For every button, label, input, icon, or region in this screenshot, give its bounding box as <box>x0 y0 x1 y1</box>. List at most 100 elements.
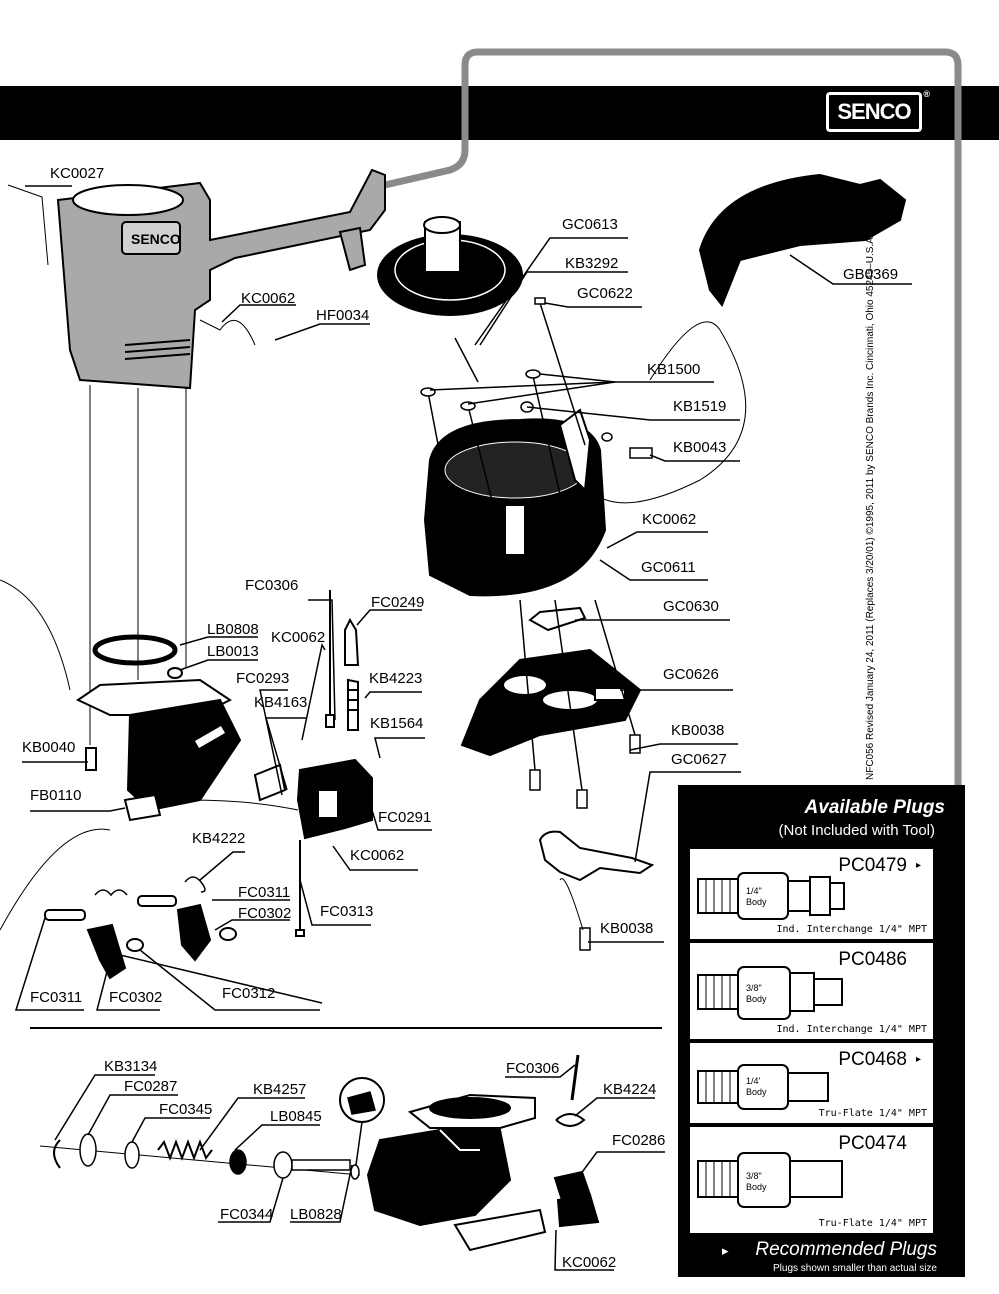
lower-frame <box>75 634 242 822</box>
plug-card: PC0479 ▸ 1/4" Body Ind. Interchange 1/4"… <box>690 849 933 939</box>
part-number-label: FC0287 <box>124 1078 177 1095</box>
part-number-label: FC0293 <box>236 670 289 687</box>
plugs-subtitle: (Not Included with Tool) <box>778 822 935 839</box>
plug-body-size: 3/8" <box>746 1171 762 1181</box>
part-number-label: KB0038 <box>600 920 653 937</box>
part-number-label: KB3292 <box>565 255 618 272</box>
plug-description: Tru-Flate 1/4" MPT <box>818 1108 927 1119</box>
plug-body-word: Body <box>746 897 767 907</box>
part-number-label: FC0311 <box>30 989 82 1006</box>
part-number-label: GC0622 <box>577 285 633 302</box>
part-number-label: GB0369 <box>843 266 898 283</box>
cylinder-cap <box>423 408 607 597</box>
plug-card: PC0468 ▸ 1/4' Body Tru-Flate 1/4" MPT <box>690 1043 933 1123</box>
part-number-label: KC0062 <box>642 511 696 528</box>
part-number-label: FB0110 <box>30 787 81 804</box>
housing-guide-lines <box>89 385 187 745</box>
part-number-label: GC0627 <box>671 751 727 768</box>
part-number-label: KB0040 <box>22 739 75 756</box>
plug-illustration: 1/4" Body <box>697 872 845 920</box>
available-plugs-panel: Available Plugs (Not Included with Tool)… <box>678 785 965 1277</box>
leader-lines <box>0 184 747 931</box>
plug-body-word: Body <box>746 994 767 1004</box>
lower-callout-lines <box>54 1064 665 1271</box>
plug-illustration: 3/8" Body <box>697 966 843 1020</box>
part-number-label: FC0313 <box>320 903 373 920</box>
part-number-label: KB4257 <box>253 1081 306 1098</box>
part-number-label: GC0630 <box>663 598 719 615</box>
part-number-label: FC0345 <box>159 1101 212 1118</box>
part-number-label: GC0613 <box>562 216 618 233</box>
senco-logo: SENCO ® <box>826 89 930 132</box>
plugs-size-note: Plugs shown smaller than actual size <box>773 1263 937 1274</box>
part-number-label: KB4224 <box>603 1081 656 1098</box>
bolts-kb0038 <box>519 599 641 951</box>
part-number-label: KB1500 <box>647 361 700 378</box>
plug-code: PC0468 <box>838 1049 907 1070</box>
part-number-label: FC0286 <box>612 1132 665 1149</box>
part-number-label: FC0302 <box>238 905 291 922</box>
plug-code: PC0474 <box>838 1133 907 1154</box>
recommended-arrow-icon: ▸ <box>722 1243 729 1258</box>
part-number-label: LB0013 <box>207 643 259 660</box>
plug-code: PC0486 <box>838 949 907 970</box>
part-number-label: FC0344 <box>220 1206 273 1223</box>
part-number-label: KB3134 <box>104 1058 157 1075</box>
part-number-label: HF0034 <box>316 307 369 324</box>
guide-plate <box>460 648 642 757</box>
part-number-label: LB0845 <box>270 1108 322 1125</box>
part-number-label: KB1564 <box>370 715 423 732</box>
frame-bottom-view <box>366 1054 600 1252</box>
part-number-label: FC0306 <box>245 577 298 594</box>
plug-code: PC0479 <box>838 855 907 876</box>
plug-body-size: 3/8" <box>746 983 762 993</box>
plugs-title: Available Plugs <box>804 797 945 818</box>
copyright-side-note: NFC056 Revised January 24, 2011 (Replace… <box>865 234 876 780</box>
part-number-label: GC0626 <box>663 666 719 683</box>
part-number-label: KC0062 <box>271 629 325 646</box>
plug-body-size: 1/4' <box>746 1076 761 1086</box>
plug-illustration: 1/4' Body <box>697 1064 829 1110</box>
part-number-label: KB4223 <box>369 670 422 687</box>
trigger-assembly <box>44 895 237 980</box>
driver-housing <box>253 590 373 937</box>
recommended-plugs-label: Recommended Plugs <box>755 1239 937 1260</box>
part-number-label: FC0306 <box>506 1060 559 1077</box>
exhaust-deflector <box>698 173 907 307</box>
registered-mark: ® <box>923 89 930 99</box>
logo-text: SENCO <box>837 99 911 124</box>
part-number-label: KC0027 <box>50 165 104 182</box>
part-number-label: FC0302 <box>109 989 162 1006</box>
part-number-label: KB1519 <box>673 398 726 415</box>
part-number-label: KB4163 <box>254 694 307 711</box>
plug-description: Ind. Interchange 1/4" MPT <box>776 1024 927 1035</box>
part-number-label: GC0611 <box>641 559 696 576</box>
plug-description: Ind. Interchange 1/4" MPT <box>776 924 927 935</box>
part-number-label: FC0249 <box>371 594 424 611</box>
part-number-label: KB4222 <box>192 830 245 847</box>
plug-description: Tru-Flate 1/4" MPT <box>818 1218 927 1229</box>
part-number-label: KB0038 <box>671 722 724 739</box>
part-label-layer: KC0027GC0613KB3292GC0622GB0369KC0062HF00… <box>22 165 898 1271</box>
part-number-label: KC0062 <box>241 290 295 307</box>
part-number-label: KC0062 <box>350 847 404 864</box>
spring-bracket <box>538 830 655 882</box>
section-divider <box>30 1027 662 1029</box>
plug-illustration: 3/8" Body <box>697 1152 843 1208</box>
svg-text:SENCO: SENCO <box>131 231 181 247</box>
plug-card: PC0486 3/8" Body Ind. Interchange 1/4" M… <box>690 943 933 1039</box>
part-number-label: KC0062 <box>562 1254 616 1271</box>
plug-card: PC0474 3/8" Body Tru-Flate 1/4" MPT <box>690 1127 933 1233</box>
plug-body-size: 1/4" <box>746 886 762 896</box>
valve-disc <box>377 216 523 316</box>
springs <box>94 876 206 897</box>
part-number-label: FC0291 <box>378 809 431 826</box>
part-number-label: FC0311 <box>238 884 290 901</box>
air-hose-line <box>384 48 962 1149</box>
plug-body-word: Body <box>746 1182 767 1192</box>
part-number-label: LB0828 <box>290 1206 342 1223</box>
main-housing: SENCO <box>56 168 386 390</box>
part-number-label: LB0808 <box>207 621 259 638</box>
callout-lines <box>14 185 912 1011</box>
